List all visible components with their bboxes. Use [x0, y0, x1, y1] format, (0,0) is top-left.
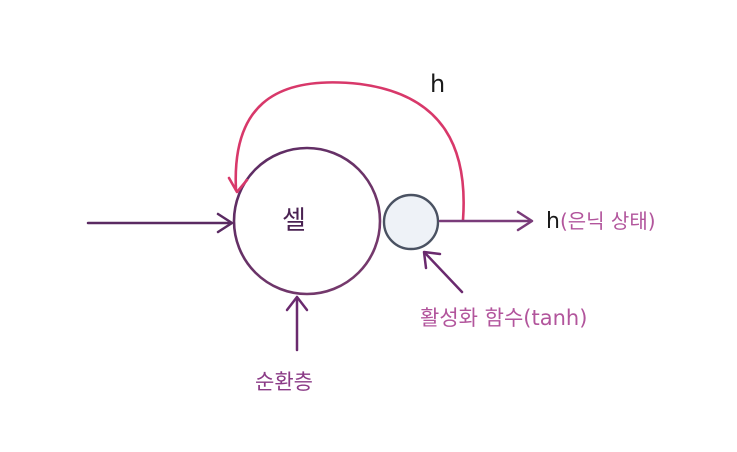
output-h-label: h [546, 209, 560, 234]
activation-pointer-arrow [422, 250, 464, 294]
recurrent-pointer-arrow [285, 295, 309, 352]
loop-hidden-label: h [430, 70, 446, 98]
input-arrow [86, 212, 234, 234]
output-label: h(은닉 상태) [546, 205, 656, 234]
output-hidden-state-label: (은닉 상태) [559, 209, 656, 233]
activation-circle [382, 193, 440, 251]
cell-label: 셀 [282, 206, 306, 236]
loop-arrow [227, 81, 465, 222]
output-arrow [438, 210, 534, 232]
recurrent-layer-label: 순환층 [255, 370, 313, 394]
cell-circle [232, 146, 382, 296]
activation-function-label: 활성화 함수(tanh) [420, 306, 588, 330]
